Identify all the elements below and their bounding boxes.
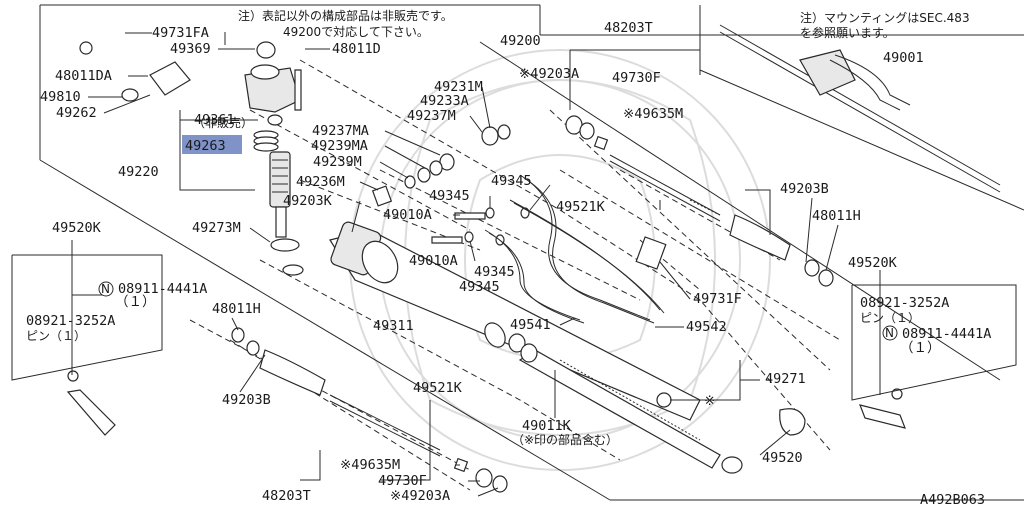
label-49233A[interactable]: 49233A (420, 93, 469, 109)
label-08911-right[interactable]: 08911-4441A (902, 326, 991, 342)
highlighted-part-49263[interactable] (182, 135, 242, 154)
tie-rod-right (565, 115, 834, 287)
label-49239M[interactable]: 49239M (313, 154, 362, 170)
label-49635M-top[interactable]: ※49635M (623, 106, 683, 122)
label-49220[interactable]: 49220 (118, 164, 159, 180)
note-top-left-line1: 注）表記以外の構成部品は非販売です。 (238, 8, 453, 23)
label-49345-d[interactable]: 49345 (459, 279, 500, 295)
label-49731FA[interactable]: 49731FA (152, 25, 209, 41)
label-49011K[interactable]: 49011K (522, 418, 572, 434)
label-49239MA[interactable]: 49239MA (311, 138, 368, 154)
label-49200[interactable]: 49200 (500, 33, 541, 49)
label-49810[interactable]: 49810 (40, 89, 81, 105)
label-49203B-right[interactable]: 49203B (780, 181, 829, 197)
label-08911-left[interactable]: 08911-4441A (118, 281, 207, 297)
label-48011H-left[interactable]: 48011H (212, 301, 261, 317)
label-49010A-b[interactable]: 49010A (409, 253, 458, 269)
inset-rack (719, 24, 1001, 193)
label-49541[interactable]: 49541 (510, 317, 551, 333)
label-49521K-bottom[interactable]: 49521K (413, 380, 463, 396)
figure-code: A492B063 (920, 492, 985, 508)
right-box-49520K (851, 270, 1017, 401)
label-49231M[interactable]: 49231M (434, 79, 483, 95)
pinion-shaft (269, 151, 304, 276)
label-49730F-bottom[interactable]: 49730F (378, 473, 427, 489)
label-08921-right-pin: ピン（１） (860, 311, 920, 325)
label-49203K[interactable]: 49203K (283, 193, 333, 209)
label-49369[interactable]: 49369 (170, 41, 211, 57)
bolts (294, 69, 486, 244)
seals-and-washers (371, 124, 538, 363)
label-49263[interactable]: 49263 (185, 138, 226, 154)
label-49273M[interactable]: 49273M (192, 220, 241, 236)
label-49271[interactable]: 49271 (765, 371, 806, 387)
rack-housing (329, 221, 701, 421)
leader-lines (88, 32, 839, 497)
label-49203B-left[interactable]: 49203B (222, 392, 271, 408)
note-top-right-line2: を参照願います。 (800, 25, 895, 40)
tie-rod-ends (66, 370, 906, 436)
n-mark-left-letter: N (101, 282, 110, 296)
n-mark-right-icon (882, 325, 898, 341)
label-49345-b[interactable]: 49345 (429, 188, 470, 204)
label-49520K-right[interactable]: 49520K (848, 255, 898, 271)
note-top-right-line1: 注）マウンティングはSEC.483 (800, 10, 970, 25)
label-48011H-right[interactable]: 48011H (812, 208, 861, 224)
n-mark-left-icon (98, 281, 114, 297)
label-08921-left[interactable]: 08921-3252A (26, 313, 115, 329)
label-49262[interactable]: 49262 (56, 105, 97, 121)
note-top-left-line2: 49200で対応して下さい。 (283, 25, 429, 39)
label-49345-c[interactable]: 49345 (474, 264, 515, 280)
label-49520[interactable]: 49520 (762, 450, 803, 466)
hydraulic-tubes (484, 174, 667, 324)
label-49010A-a[interactable]: 49010A (383, 207, 432, 223)
label-49731F[interactable]: 49731F (693, 291, 742, 307)
label-08921-right[interactable]: 08921-3252A (860, 295, 949, 311)
label-49203A-top[interactable]: ※49203A (519, 66, 579, 82)
note-non-sale: （非販売） (193, 115, 253, 130)
label-49361[interactable]: 49361 (194, 112, 235, 128)
n-mark-right-letter: N (885, 326, 894, 340)
label-49542[interactable]: 49542 (686, 319, 727, 335)
label-49311[interactable]: 49311 (373, 318, 414, 334)
label-48203T-top[interactable]: 48203T (604, 20, 653, 36)
label-48203T-bottom[interactable]: 48203T (262, 488, 311, 504)
gear-housing (79, 41, 301, 152)
label-49521K-top[interactable]: 49521K (556, 199, 606, 215)
label-49345-a[interactable]: 49345 (491, 173, 532, 189)
dashed-guides (189, 59, 841, 491)
label-08911-left-qty: （１） (115, 294, 156, 310)
label-49271-mark: ※ (704, 393, 715, 409)
tie-rod-left (231, 327, 508, 493)
note-includes-marked: （※印の部品含む） (512, 432, 618, 447)
label-49520K-left[interactable]: 49520K (52, 220, 102, 236)
label-48011D-top[interactable]: 48011D (332, 41, 381, 57)
label-08921-left-pin: ピン（１） (26, 329, 86, 343)
label-49203A-bottom[interactable]: ※49203A (390, 488, 450, 504)
label-49237M[interactable]: 49237M (407, 108, 456, 124)
left-box-49520K (11, 240, 163, 381)
label-48011DA[interactable]: 48011DA (55, 68, 112, 84)
assembly-frame (39, 4, 1024, 501)
label-49730F-top[interactable]: 49730F (612, 70, 661, 86)
rack-bar (518, 349, 743, 474)
label-49237MA[interactable]: 49237MA (312, 123, 369, 139)
label-49001[interactable]: 49001 (883, 50, 924, 66)
label-08911-right-qty: （１） (900, 340, 941, 356)
label-49635M-bottom[interactable]: ※49635M (340, 457, 400, 473)
label-49236M[interactable]: 49236M (296, 174, 345, 190)
